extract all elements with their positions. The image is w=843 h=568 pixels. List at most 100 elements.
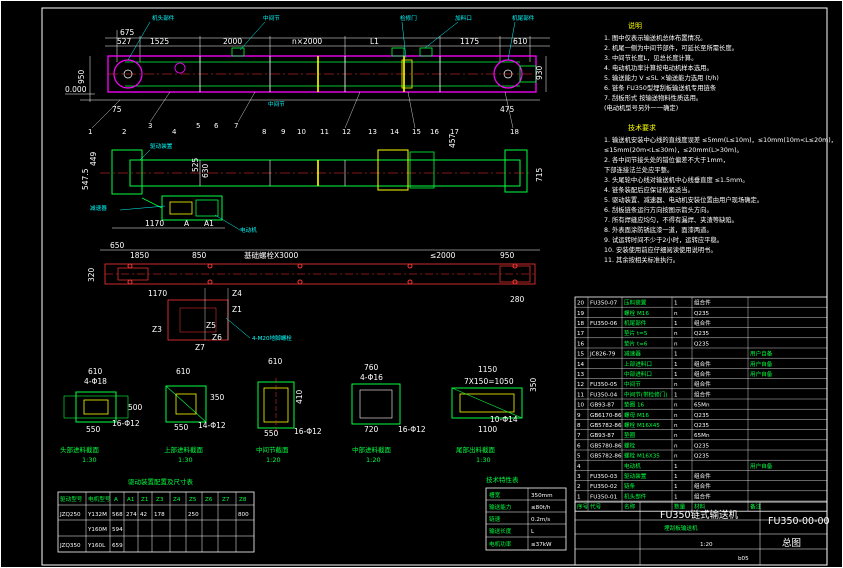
svg-text:850: 850 [192,251,207,260]
svg-text:Z3: Z3 [156,497,164,503]
bom-cell: GB5782-86 [590,454,622,460]
bom-header-cell: 数量 [674,503,686,511]
svg-text:1:20: 1:20 [366,456,381,464]
title-product: FU350链式输送机 [660,509,739,521]
bom-cell: 组合件 [694,299,711,307]
svg-text:5. 驱动装置、减速器、电动机安装位置由用户现场确定。: 5. 驱动装置、减速器、电动机安装位置由用户现场确定。 [604,195,763,204]
bom-cell: Q235 [694,443,710,449]
bom-cell: 14 [577,362,585,368]
svg-text:3. 头尾轮中心线对输送机中心线垂直度 ≤1.5mm。: 3. 头尾轮中心线对输送机中心线垂直度 ≤1.5mm。 [604,175,749,184]
bom-cell: n [674,433,678,439]
svg-text:Y160M: Y160M [87,527,107,533]
svg-text:7. 所有焊缝应均匀，不得有漏焊、夹渣等缺陷。: 7. 所有焊缝应均匀，不得有漏焊、夹渣等缺陷。 [604,215,738,224]
svg-text:2: 2 [122,128,126,136]
svg-text:1170: 1170 [148,289,167,298]
svg-text:Z3: Z3 [152,325,162,334]
bom-cell: Q235 [694,413,710,419]
power-table: 驱动装置配置及尺寸表 驱动型号 电机型号 A A1 Z1 Z3 Z4 Z5 Z6… [57,477,255,553]
bom-cell: Q235 [694,331,710,337]
svg-text:1:20: 1:20 [266,456,281,464]
spec-table-title: 技术特性表 [486,475,519,484]
svg-text:15: 15 [412,128,421,136]
svg-text:基础螺栓X3000: 基础螺栓X3000 [244,250,298,260]
bom-cell: 组合件 [694,390,711,398]
svg-text:8: 8 [262,128,266,136]
bom-cell: 5 [577,454,581,460]
section-middle: 610 410 550 16-Φ12 中间节截面 1:20 [256,357,322,464]
bom-cell: 组合件 [694,482,711,490]
svg-text:594: 594 [112,527,123,533]
svg-text:Z6: Z6 [212,333,222,342]
bom-cell: FU350-03 [590,474,618,480]
bom-cell: 11 [577,392,585,398]
bom-cell: 组合件 [694,370,711,378]
bom-cell: 螺栓 M16 [624,309,649,317]
bom-header-cell: 序号 [577,503,589,511]
svg-text:1850: 1850 [130,251,149,260]
tech-title: 技术要求 [628,123,656,132]
bom-cell: FU350-05 [590,382,618,388]
svg-text:输送长度: 输送长度 [489,527,512,535]
svg-text:800: 800 [238,512,249,518]
bom-cell: n [674,382,678,388]
bom-cell: FU350-06 [590,321,618,327]
svg-text:电机型号: 电机型号 [88,495,111,503]
plan-dim-525: 525 [191,157,200,172]
bom-cell: 减速器 [624,350,641,358]
plan-dim-630: 630 [201,163,210,178]
bom-cell: 17 [577,331,585,337]
svg-text:0.2m/s: 0.2m/s [531,517,550,523]
svg-text:≤2000: ≤2000 [430,251,456,260]
plan-dim-A: A [184,219,190,228]
svg-text:280: 280 [510,295,525,304]
svg-text:Z1: Z1 [232,305,242,314]
spec-table: 技术特性表 槽宽 350mm 输送能力 ≤80t/h 链速 0.2m/s 输送长… [485,475,567,551]
svg-text:2. 机尾一侧为中间节部件，可延长至所需长度。: 2. 机尾一侧为中间节部件，可延长至所需长度。 [604,43,738,52]
svg-text:尾部出料截面: 尾部出料截面 [456,445,496,454]
bom-cell: 1 [674,321,678,327]
svg-text:610: 610 [88,367,103,376]
svg-text:16-Φ12: 16-Φ12 [112,419,140,428]
bom-cell: 组合件 [694,492,711,500]
bom-cell: 2 [577,484,581,490]
bom-cell: 1 [674,392,678,398]
bom-cell: 压料装置 [624,299,647,307]
power-table-title: 驱动装置配置及尺寸表 [128,477,194,486]
section-head-inlet: 610 4-Φ18 550 500 16-Φ12 头部进料截面 1:30 [60,367,143,464]
svg-text:A1: A1 [127,497,135,503]
bom-cell: 螺母 M16 [624,411,649,419]
svg-text:12: 12 [342,128,351,136]
bom-cell: 10 [577,403,585,409]
svg-text:350: 350 [529,377,538,392]
bom-cell: n [674,423,678,429]
dim-1175: 1175 [460,37,479,46]
bom-cell: FU350-02 [590,484,617,490]
bom-cell: n [674,311,678,317]
svg-text:4. 链条装配后应保证松紧适当。: 4. 链条装配后应保证松紧适当。 [604,185,694,194]
bom-cell: 65Mn [694,403,710,409]
svg-text:Z5: Z5 [206,321,216,330]
bom-cell: 螺栓 M16X45 [624,421,660,429]
svg-text:350mm: 350mm [531,493,553,499]
svg-text:1. 输送机安装中心线的直线度误差 ≤5mm(L≤10m)，: 1. 输送机安装中心线的直线度误差 ≤5mm(L≤10m)，≤10mm(10m<… [604,135,837,144]
section-views: 610 4-Φ18 550 500 16-Φ12 头部进料截面 1:30 610… [60,357,538,464]
bom-cell: 9 [577,413,581,419]
bom-cell: 1 [674,372,678,378]
svg-text:≤37kW: ≤37kW [531,542,552,548]
svg-text:11. 其余按相关标准执行。: 11. 其余按相关标准执行。 [604,255,679,264]
leader-door: 检修门 [400,14,417,22]
bom-cell: GB6170-86 [590,413,622,419]
svg-text:中间节截面: 中间节截面 [256,445,289,454]
bom-cell: 4 [577,464,581,470]
bom-cell: 用户自备 [750,350,773,358]
title-drawing-no: FU350-00-00 [768,516,830,527]
bom-header-cell: 材料 [694,503,706,511]
svg-text:下部连接法兰处应平整。: 下部连接法兰处应平整。 [604,165,673,174]
svg-text:10-Φ14: 10-Φ14 [490,415,518,424]
bom-cell: 垫片 t=6 [624,339,648,347]
bom-cell: Q235 [694,423,710,429]
bom-cell: 65Mn [694,433,710,439]
plan-leader-drive: 驱动装置 [150,142,173,150]
svg-text:1100: 1100 [478,425,497,434]
